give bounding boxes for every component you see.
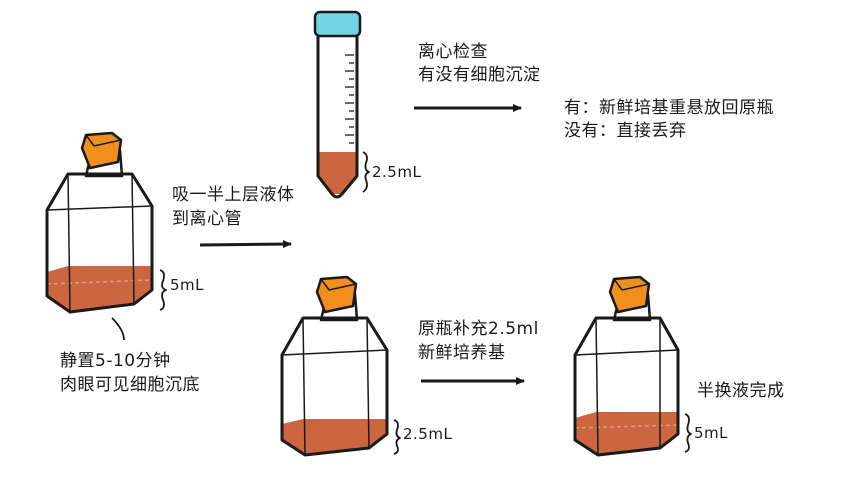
tube-cap-icon	[313, 10, 362, 38]
step1-note-line2: 肉眼可见细胞沉底	[60, 375, 200, 395]
flask-cap-icon	[80, 131, 123, 170]
flask3-volume-label: 5mL	[694, 424, 729, 442]
flask-medium	[282, 419, 387, 455]
tube-medium	[318, 152, 357, 194]
flask-medium	[575, 412, 678, 455]
step4-line1: 原瓶补充2.5ml	[418, 319, 539, 339]
step3-line2: 有没有细胞沉淀	[418, 65, 541, 85]
result-line1: 有：新鲜培基重悬放回原瓶	[564, 98, 774, 118]
step4-line2: 新鲜培养基	[418, 343, 506, 363]
flask-medium	[47, 266, 152, 312]
result-line2: 没有：直接丢弃	[564, 121, 687, 141]
culture-flask-refilled	[573, 275, 692, 457]
tube-graduation-marks	[345, 54, 354, 144]
culture-flask-full	[45, 131, 167, 341]
arrow-to-tube	[199, 240, 292, 249]
step2-line1: 吸一半上层液体	[172, 185, 295, 205]
flask-cap-icon	[315, 275, 358, 314]
flask2-volume-label: 2.5mL	[403, 425, 453, 443]
step3-line1: 离心检查	[418, 42, 488, 62]
step1-note-line1: 静置5-10分钟	[60, 351, 171, 371]
flask1-volume-label: 5mL	[170, 276, 205, 294]
culture-flask-half	[280, 275, 401, 457]
completion-label: 半换液完成	[697, 381, 785, 401]
flask-cap-icon	[608, 275, 651, 314]
step2-line2: 到离心管	[172, 209, 242, 229]
tube-volume-label: 2.5mL	[372, 163, 422, 181]
centrifuge-tube	[313, 10, 370, 199]
